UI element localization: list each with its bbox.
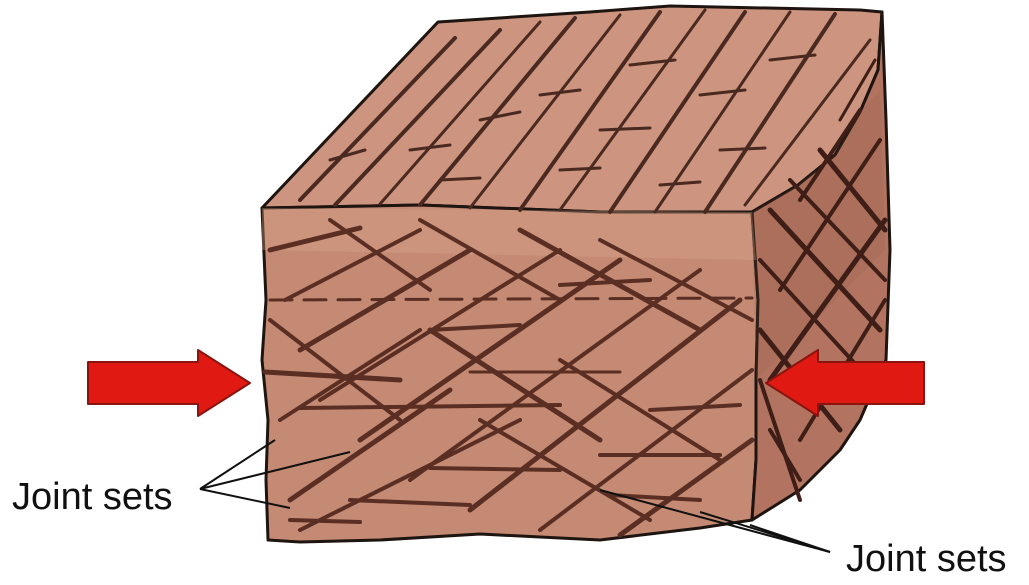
- joint-sets-label-left: Joint sets: [12, 478, 173, 516]
- joint-sets-label-right: Joint sets: [846, 540, 1007, 578]
- rock-block: [262, 6, 890, 542]
- right-callout-line-3: [750, 525, 830, 552]
- left-compression-arrow: [88, 350, 250, 416]
- left-callout-line-1: [200, 440, 275, 489]
